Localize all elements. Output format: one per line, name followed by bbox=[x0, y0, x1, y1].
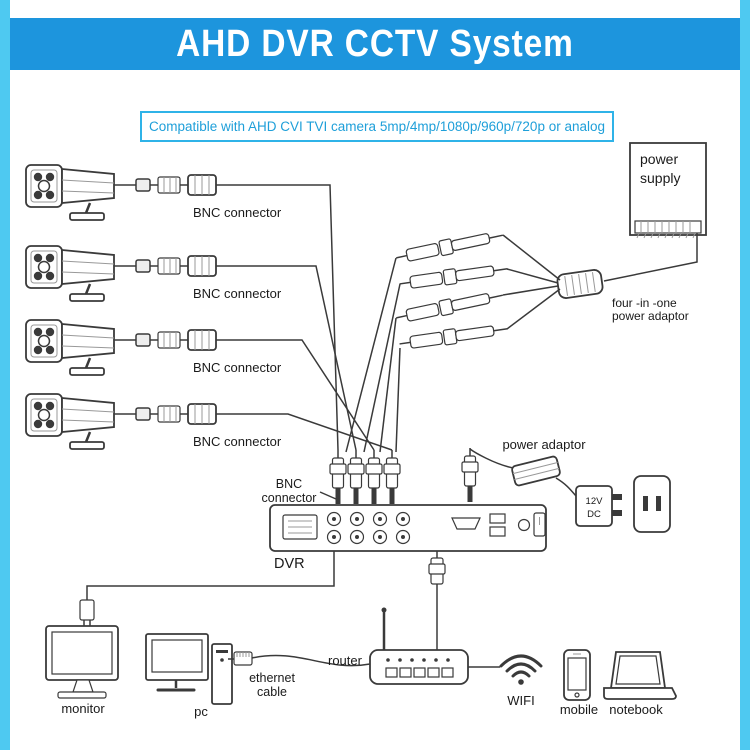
dvr-icon bbox=[269, 504, 547, 552]
pc-label: pc bbox=[194, 704, 208, 719]
compatibility-box: Compatible with AHD CVI TVI camera 5mp/4… bbox=[140, 111, 614, 142]
title-banner: AHD DVR CCTV System bbox=[10, 18, 740, 70]
router-label: router bbox=[328, 653, 362, 668]
ethernet-cable-label: ethernet cable bbox=[249, 671, 295, 700]
mobile-label: mobile bbox=[559, 702, 599, 717]
dc-connector-pairs bbox=[393, 227, 510, 353]
bnc-connector-label-3: BNC connector bbox=[193, 360, 282, 375]
video-cables bbox=[228, 184, 393, 451]
mobile-icon bbox=[563, 649, 591, 701]
left-border-strip bbox=[0, 0, 10, 750]
wall-outlet-icon bbox=[633, 475, 671, 533]
bnc-connector-dvr-label: BNC connector bbox=[261, 477, 317, 506]
pc-icon bbox=[145, 633, 233, 705]
power-adaptor-label: power adaptor bbox=[502, 437, 586, 452]
monitor-icon bbox=[45, 599, 119, 699]
router-icon bbox=[369, 607, 469, 685]
ethernet-cable-icon bbox=[228, 651, 253, 666]
power-supply-icon bbox=[603, 142, 707, 282]
power-cables bbox=[345, 257, 401, 453]
dc-12v-label: 12V DC bbox=[585, 496, 603, 521]
monitor-label: monitor bbox=[61, 701, 105, 716]
notebook-label: notebook bbox=[609, 702, 663, 717]
dc-12v-block-icon bbox=[575, 485, 622, 527]
page-title: AHD DVR CCTV System bbox=[176, 22, 574, 65]
four-in-one-label-line2: power adaptor bbox=[612, 309, 689, 323]
power-supply-label: power supply bbox=[640, 151, 681, 186]
dvr-top-bnc-plugs bbox=[319, 449, 401, 505]
wifi-label: WIFI bbox=[507, 693, 535, 708]
compatibility-text: Compatible with AHD CVI TVI camera 5mp/4… bbox=[148, 119, 605, 134]
bnc-connector-label-2: BNC connector bbox=[193, 286, 282, 301]
bnc-connector-label-1: BNC connector bbox=[193, 205, 282, 220]
bnc-connector-label-4: BNC connector bbox=[193, 434, 282, 449]
four-in-one-splitter-icon bbox=[502, 234, 604, 330]
right-border-strip bbox=[740, 0, 750, 750]
four-in-one-label-line1: four -in -one bbox=[612, 296, 677, 310]
power-adaptor-icon bbox=[461, 447, 577, 503]
wifi-icon bbox=[499, 654, 543, 685]
output-cables bbox=[86, 551, 500, 668]
dvr-label: DVR bbox=[274, 556, 305, 572]
notebook-icon bbox=[603, 651, 677, 700]
